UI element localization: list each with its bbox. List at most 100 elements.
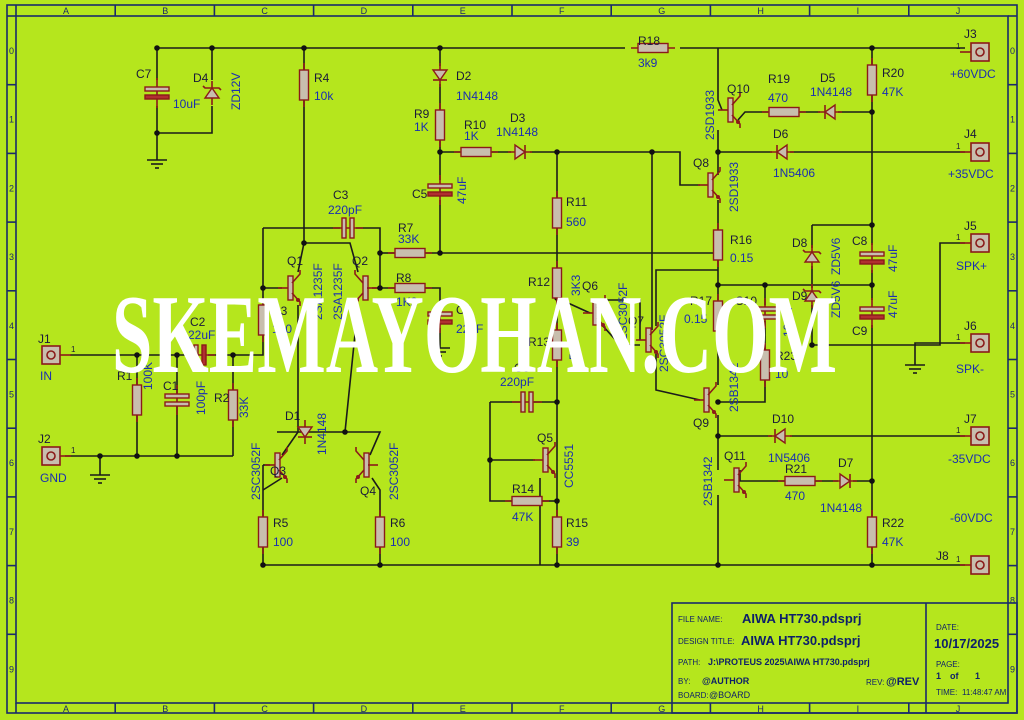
component-ref: R2 xyxy=(214,391,230,405)
connector-j8[interactable]: 1J8-60VDC xyxy=(936,511,993,575)
pin-number: 1 xyxy=(956,233,961,242)
connector-j4[interactable]: 1J4+35VDC xyxy=(948,127,994,181)
npn-transistor-icon xyxy=(636,322,659,358)
column-label-top: H xyxy=(757,6,764,16)
terminal-icon xyxy=(970,555,990,575)
ground-icon xyxy=(147,159,167,169)
junction-dot xyxy=(869,109,875,115)
row-label-left: 3 xyxy=(9,252,14,262)
resistor-icon xyxy=(434,109,446,141)
component-ref: R18 xyxy=(638,34,660,48)
component-value: ZD5V6 xyxy=(829,280,843,318)
connector-ref: J7 xyxy=(964,412,977,426)
connector-label: SPK- xyxy=(956,362,984,376)
component-ref: R23 xyxy=(775,349,797,363)
component-value: 22uF xyxy=(456,322,483,336)
component-ref: Q11 xyxy=(724,449,746,463)
column-label-top: G xyxy=(658,6,665,16)
component-ref: D3 xyxy=(510,111,526,125)
component-value: 1N4148 xyxy=(315,413,329,455)
component-ref: D10 xyxy=(772,412,794,426)
row-label-right: 0 xyxy=(1010,46,1015,56)
component-ref: R17 xyxy=(690,294,712,308)
component-value: 1N4148 xyxy=(456,89,498,103)
wire xyxy=(371,477,381,517)
junction-dot xyxy=(301,45,307,51)
electrolytic-capacitor-icon xyxy=(859,243,885,273)
connector-j3[interactable]: 1J3+60VDC xyxy=(950,27,996,81)
column-label-bottom: H xyxy=(757,704,764,714)
resistor-icon xyxy=(759,349,771,381)
component-ref: R14 xyxy=(512,482,534,496)
connector-j7[interactable]: 1J7-35VDC xyxy=(948,412,991,466)
component-ref: R11 xyxy=(566,195,587,209)
component-value: 33K xyxy=(398,232,419,246)
junction-dot xyxy=(809,342,815,348)
wire xyxy=(489,402,512,502)
resistor-icon xyxy=(394,247,426,259)
resistor-icon xyxy=(866,64,878,96)
wire xyxy=(602,325,640,346)
